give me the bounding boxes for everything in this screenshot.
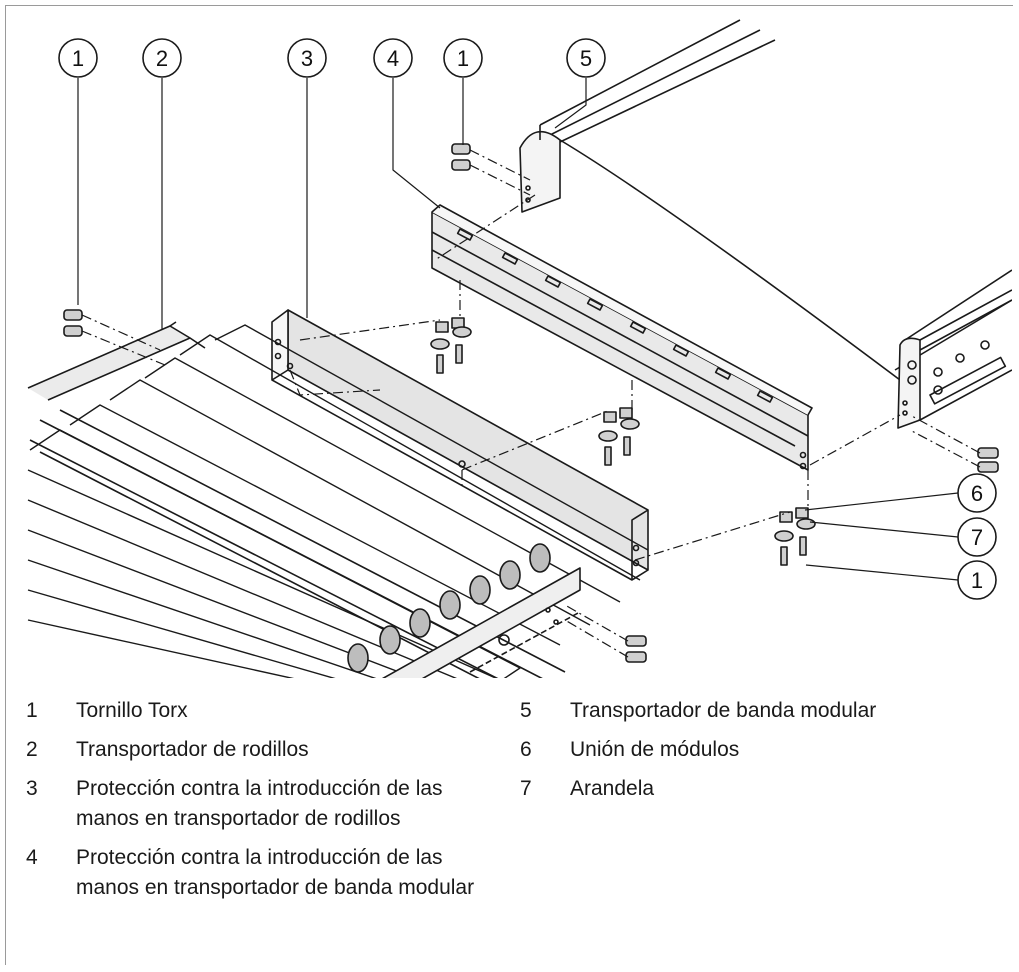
legend-item: 3 Protección contra la introducción de l… — [26, 774, 496, 834]
callout-1-lower: 1 — [957, 560, 997, 600]
callout-1: 1 — [58, 38, 98, 78]
modular-belt-conveyor — [519, 19, 1012, 429]
callout-4-label: 4 — [387, 46, 399, 71]
legend-number: 2 — [26, 738, 38, 761]
callout-3: 3 — [287, 38, 327, 78]
callout-6-label: 6 — [971, 481, 983, 506]
callout-7: 7 — [957, 517, 997, 557]
legend-number: 3 — [26, 777, 38, 800]
callout-7-label: 7 — [971, 525, 983, 550]
figure-frame — [5, 5, 1013, 965]
legend-text: Protección contra la introducción de las… — [76, 846, 475, 899]
legend-item: 7 Arandela — [520, 774, 990, 804]
legend-number: 4 — [26, 846, 38, 869]
roller-conveyor-guard — [271, 309, 649, 581]
callout-markers: 1 2 3 4 1 5 6 7 — [58, 38, 997, 600]
callout-1-lower-label: 1 — [971, 568, 983, 593]
legend-number: 1 — [26, 699, 38, 722]
legend-item: 2 Transportador de rodillos — [26, 735, 496, 765]
legend-text: Tornillo Torx — [76, 699, 188, 722]
legend-right-column: 5 Transportador de banda modular 6 Unión… — [520, 696, 990, 813]
legend-item: 6 Unión de módulos — [520, 735, 990, 765]
callout-6: 6 — [957, 473, 997, 513]
callout-1-label: 1 — [72, 46, 84, 71]
legend-left-column: 1 Tornillo Torx 2 Transportador de rodil… — [26, 696, 496, 912]
legend-number: 7 — [520, 777, 532, 800]
callout-5: 5 — [566, 38, 606, 78]
callout-1-upper: 1 — [443, 38, 483, 78]
assembly-drawing: 1 2 3 4 1 5 6 7 — [27, 19, 1012, 678]
assembly-lines — [81, 149, 981, 658]
legend-text: Unión de módulos — [570, 738, 740, 761]
legend-text: Transportador de rodillos — [76, 738, 309, 761]
callout-leaders — [77, 78, 959, 581]
callout-5-label: 5 — [580, 46, 592, 71]
legend-text: Protección contra la introducción de las… — [76, 777, 443, 830]
legend-item: 5 Transportador de banda modular — [520, 696, 990, 726]
fasteners — [63, 143, 999, 663]
legend-number: 5 — [520, 699, 532, 722]
callout-1-upper-label: 1 — [457, 46, 469, 71]
callout-2: 2 — [142, 38, 182, 78]
legend-item: 4 Protección contra la introducción de l… — [26, 843, 496, 903]
callout-2-label: 2 — [156, 46, 168, 71]
legend-text: Transportador de banda modular — [570, 699, 877, 722]
legend-number: 6 — [520, 738, 532, 761]
legend-item: 1 Tornillo Torx — [26, 696, 496, 726]
legend-text: Arandela — [570, 777, 655, 800]
callout-3-label: 3 — [301, 46, 313, 71]
callout-4: 4 — [373, 38, 413, 78]
roller-conveyor — [27, 321, 649, 678]
